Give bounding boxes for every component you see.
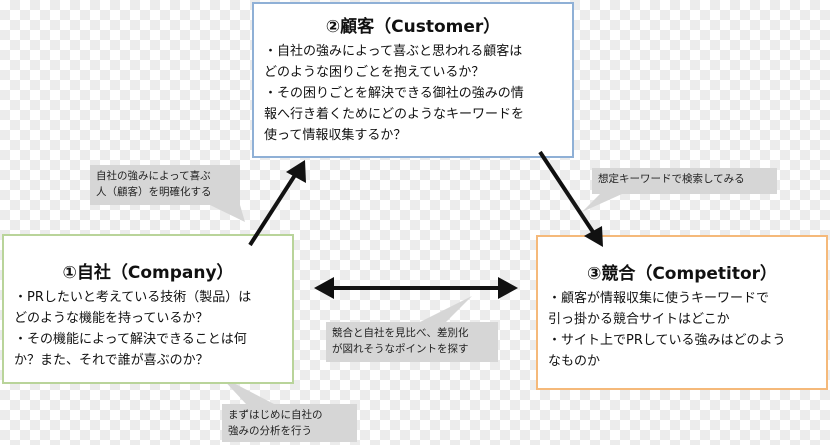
customer-line: ・自社の強みによって喜ぶと思われる顧客は: [264, 44, 523, 59]
callout-bottom: まずはじめに自社の 強みの分析を行う: [222, 404, 357, 442]
arrow-head-up: [286, 160, 306, 183]
competitor-line: ・顧客が情報収集に使うキーワードで: [548, 291, 770, 306]
competitor-line: ・サイト上でPRしている強みはどのよう: [548, 333, 786, 348]
competitor-title: ③競合（Competitor）: [586, 264, 778, 284]
callout-line: 想定キーワードで検索してみる: [598, 173, 745, 185]
callout-line: まずはじめに自社の: [228, 409, 323, 421]
callout-competitor-pointer: [582, 194, 622, 212]
competitor-box: ③競合（Competitor） ・顧客が情報収集に使うキーワードで 引っ掛かる競…: [536, 235, 828, 390]
arrow-head-left: [314, 277, 334, 299]
callout-mid: 競合と自社を見比べ、差別化 が図れそうなポイントを探す: [326, 322, 498, 362]
customer-line: ・その困りごとを解決できる御社の強みの情: [264, 86, 524, 101]
arrow-company-to-customer: [248, 170, 299, 247]
arrow-head-down: [584, 226, 603, 247]
arrow-customer-to-competitor: [538, 150, 597, 237]
company-line: ・その機能によって解決できることは何: [14, 332, 247, 347]
competitor-line: 引っ掛かる競合サイトはどこか: [548, 312, 730, 327]
company-title: ①自社（Company）: [62, 263, 234, 283]
customer-title: ②顧客（Customer）: [325, 17, 501, 37]
callout-line: 自社の強みによって喜ぶ: [96, 170, 211, 182]
callout-line: が図れそうなポイントを探す: [332, 343, 469, 355]
company-line: どのような機能を持っているか？: [14, 311, 209, 326]
callout-mid-pointer: [420, 296, 472, 322]
callout-line: 強みの分析を行う: [228, 425, 312, 437]
callout-line: 人（顧客）を明確化する: [96, 186, 212, 198]
company-box: ①自社（Company） ・PRしたいと考えている技術（製品）は どのような機能…: [2, 234, 294, 384]
competitor-line: なものか: [548, 354, 601, 369]
company-line: ・PRしたいと考えている技術（製品）は: [14, 290, 252, 305]
company-line: か？また、それで誰が喜ぶのか？: [14, 353, 209, 368]
callout-customer: 自社の強みによって喜ぶ 人（顧客）を明確化する: [90, 165, 240, 205]
customer-line: どのような困りごとを抱えているか？: [264, 65, 485, 80]
callout-customer-pointer: [210, 205, 245, 222]
customer-line: 使って情報収集するか？: [264, 128, 407, 143]
arrow-head-right: [498, 277, 518, 299]
customer-line: 報へ行き着くためにどのようなキーワードを: [264, 107, 525, 122]
callout-competitor: 想定キーワードで検索してみる: [592, 168, 777, 194]
customer-box: ②顧客（Customer） ・自社の強みによって喜ぶと思われる顧客は どのような…: [252, 2, 574, 158]
callout-line: 競合と自社を見比べ、差別化: [332, 327, 469, 339]
